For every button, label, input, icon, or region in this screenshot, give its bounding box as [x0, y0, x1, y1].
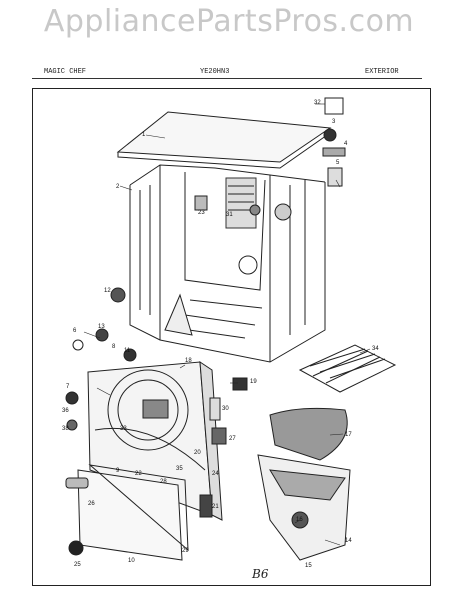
- callout-label: 4: [344, 141, 348, 147]
- callout-label: 1: [142, 132, 146, 138]
- header-brand: MAGIC CHEF: [44, 68, 87, 76]
- callout-label: 19: [250, 379, 257, 385]
- callout-label: 34: [372, 346, 379, 352]
- right-small-parts: [209, 377, 248, 445]
- upper-right-parts: [322, 97, 346, 187]
- callout-label: 38: [62, 426, 69, 432]
- callout-label: 23: [198, 210, 205, 216]
- cabinet: [129, 164, 326, 363]
- callout-label: 33: [120, 426, 127, 432]
- header-section: EXTERIOR: [365, 68, 399, 76]
- callout-label: 14: [345, 538, 352, 544]
- callout-label: 26: [88, 501, 95, 507]
- door: [65, 464, 213, 561]
- callout-label: 24: [212, 471, 219, 477]
- callout-label: 20: [194, 450, 201, 456]
- callout-label: 28: [160, 479, 167, 485]
- header-rule: [32, 78, 422, 79]
- callout-label: 27: [229, 436, 236, 442]
- callout-label: 3: [332, 119, 336, 125]
- callout-label: 25: [74, 562, 81, 568]
- leader-lines: [83, 103, 371, 546]
- callout-label: 12: [104, 288, 111, 294]
- drying-rack: [298, 344, 397, 393]
- callout-label: 11: [124, 348, 131, 354]
- callout-label: 9: [116, 468, 120, 474]
- callout-label: 18: [185, 358, 192, 364]
- diagram-frame: [32, 88, 431, 586]
- callout-label: 21: [212, 504, 219, 510]
- callout-label: 6: [73, 328, 77, 334]
- callout-label: 35: [176, 466, 183, 472]
- watermark: AppliancePartsPros.com: [43, 4, 415, 39]
- callout-label: 30: [222, 406, 229, 412]
- callout-label: 2: [116, 184, 120, 190]
- callout-label: 17: [345, 432, 352, 438]
- callout-label: 10: [128, 558, 135, 564]
- callout-label: 8: [112, 344, 116, 350]
- top-panel: [116, 111, 332, 169]
- page-id: B6: [252, 567, 269, 581]
- callout-label: 7: [66, 384, 70, 390]
- callout-label: 16: [296, 517, 303, 523]
- callout-label: 32: [314, 100, 321, 106]
- callout-label: 5: [336, 160, 340, 166]
- callout-label: 29: [182, 548, 189, 554]
- callout-label: 31: [226, 212, 233, 218]
- lint-filter: [257, 407, 351, 561]
- left-small-parts: [65, 287, 137, 431]
- callout-label: 36: [62, 408, 69, 414]
- header-model: YE20HN3: [200, 68, 230, 76]
- callout-labels: 1 2 3 4 5 6 7 8 9 10 11 12 13 14 15 16 1…: [62, 100, 379, 569]
- callout-label: 13: [98, 324, 105, 330]
- callout-label: 22: [135, 471, 142, 477]
- callout-label: 15: [305, 563, 312, 569]
